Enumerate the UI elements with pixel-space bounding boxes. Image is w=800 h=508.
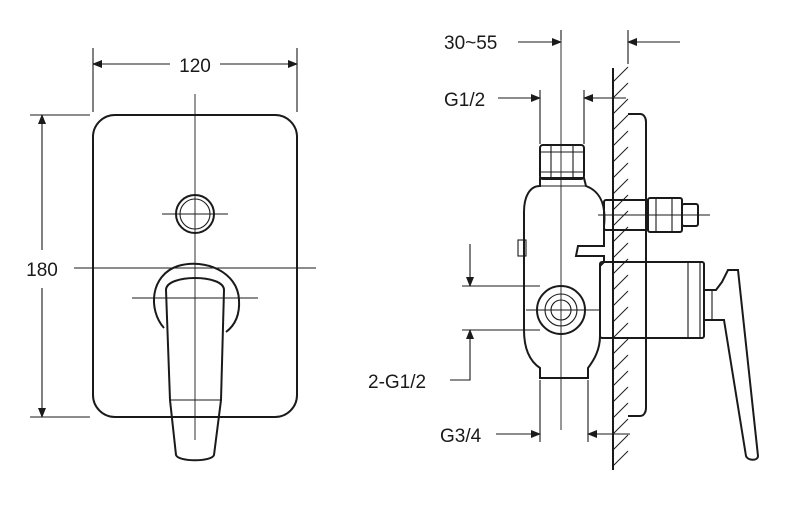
cover-plate-side [628,113,647,417]
diverter-knob [175,194,215,234]
top-inlet-nut [539,144,585,180]
front-view: 120 180 [26,48,316,462]
top-inlet-label: G1/2 [444,90,485,111]
lever-base [152,262,241,333]
bottom-outlet-label: G3/4 [440,426,482,447]
height-label: 180 [26,260,58,281]
lever-side [703,269,760,461]
wall-depth-label: 30~55 [444,33,497,54]
valve-body [523,177,606,379]
side-view: 30~55 G1/2 2-G1/2 G3/4 [368,30,760,470]
wall-hatch [612,66,629,470]
width-label: 120 [179,56,211,77]
side-ports-label: 2-G1/2 [368,372,426,393]
